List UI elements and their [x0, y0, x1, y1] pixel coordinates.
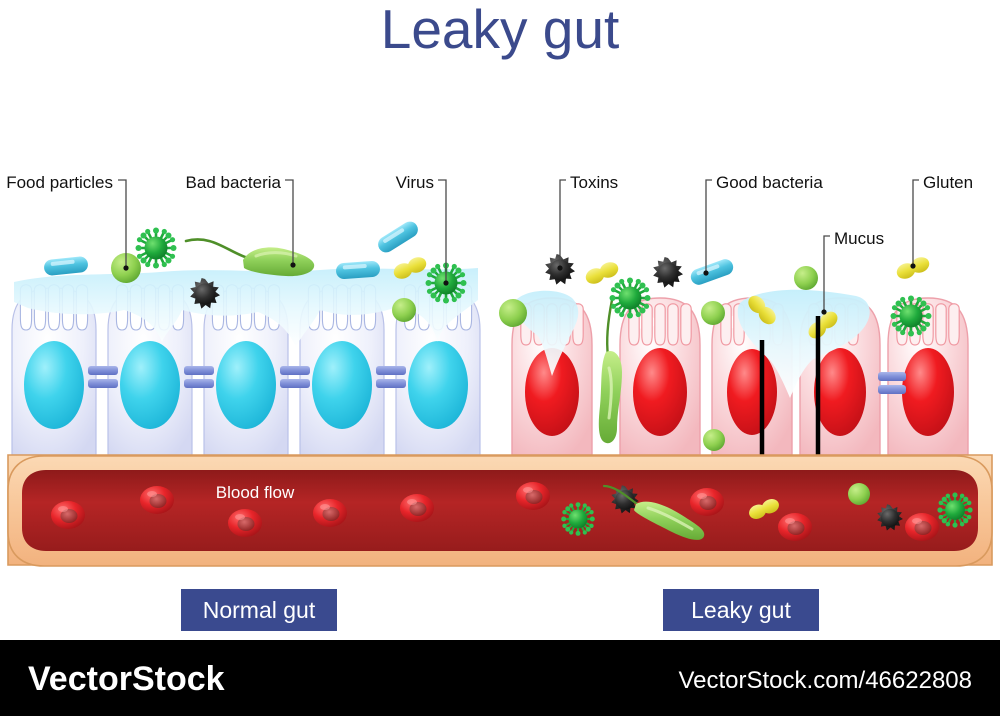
red-blood-cell: [778, 513, 812, 541]
red-blood-cell: [905, 513, 939, 541]
normal-gut-panel: [11, 218, 481, 456]
red-blood-cell: [690, 488, 724, 516]
label-virus: Virus: [396, 173, 434, 192]
callout-mucus: Mucus: [821, 229, 884, 315]
virus-particle: [134, 226, 178, 270]
red-blood-cell: [516, 482, 550, 510]
food-particle: [703, 429, 725, 451]
leaky-gut-panel: [499, 254, 969, 524]
food-particle: [392, 298, 416, 322]
blood-flow-label: Blood flow: [216, 483, 295, 502]
good-bacteria-rod: [688, 256, 736, 288]
mucus-patch-left: [515, 290, 579, 376]
watermark-footer: VectorStock VectorStock.com/46622808: [0, 640, 1000, 716]
toxin-particle: [653, 257, 683, 288]
annotations: Food particles Bad bacteria Virus Toxins…: [6, 173, 973, 315]
page-title: Leaky gut: [381, 0, 620, 60]
blood-contaminants: [560, 483, 974, 540]
gluten-particle: [583, 259, 621, 287]
normal-cell: [299, 287, 385, 456]
vectorstock-logo: VectorStock: [28, 660, 225, 698]
tight-junction: [184, 366, 214, 388]
normal-cell: [107, 287, 193, 456]
label-good-bacteria: Good bacteria: [716, 173, 823, 192]
leaky-cell: [619, 297, 701, 456]
tight-junction: [280, 366, 310, 388]
leaky-gut-particles: [499, 254, 933, 451]
food-particle: [701, 301, 725, 325]
red-blood-cell: [140, 486, 174, 514]
normal-gut-particles: [43, 218, 468, 322]
callout-virus: Virus: [396, 173, 449, 286]
tight-junction: [878, 372, 906, 394]
label-bad-bacteria: Bad bacteria: [186, 173, 282, 192]
label-mucus: Mucus: [834, 229, 884, 248]
callout-bad-bacteria: Bad bacteria: [186, 173, 296, 268]
label-gluten: Gluten: [923, 173, 973, 192]
red-blood-cell: [51, 501, 85, 529]
tight-junction: [88, 366, 118, 388]
food-particle: [794, 266, 818, 290]
food-particle: [499, 299, 527, 327]
label-toxins: Toxins: [570, 173, 618, 192]
good-bacteria-rod: [375, 218, 421, 256]
badge-normal-gut[interactable]: Normal gut: [181, 589, 337, 631]
mucus-layer-normal: [14, 268, 478, 348]
section-badges: Normal gut Leaky gut: [181, 589, 819, 631]
badge-leaky-gut[interactable]: Leaky gut: [663, 589, 819, 631]
vectorstock-url: VectorStock.com/46622808: [678, 667, 972, 694]
callout-food-particles: Food particles: [6, 173, 129, 271]
virus-particle: [889, 294, 933, 338]
footer-bar: [0, 640, 1000, 716]
virus-particle: [608, 276, 652, 320]
bad-bacteria: [602, 484, 705, 540]
leaky-epithelial-cells: [511, 297, 969, 456]
normal-cell: [395, 287, 481, 456]
red-blood-cell: [400, 494, 434, 522]
normal-cell: [11, 287, 97, 456]
blood-vessel: Blood flow: [7, 454, 993, 567]
tight-junction: [376, 366, 406, 388]
good-bacteria-rod: [43, 255, 89, 277]
red-blood-cell: [228, 509, 262, 537]
callout-good-bacteria: Good bacteria: [703, 173, 823, 276]
good-bacteria-rod: [335, 260, 381, 280]
red-blood-cell: [313, 499, 347, 527]
badge-normal-gut-label: Normal gut: [203, 597, 316, 623]
virus-particle: [560, 501, 596, 537]
normal-epithelial-cells: [11, 287, 481, 456]
label-food-particles: Food particles: [6, 173, 113, 192]
tight-junctions: [88, 366, 406, 388]
callout-gluten: Gluten: [910, 173, 973, 269]
food-particle: [848, 483, 870, 505]
virus-particle: [936, 491, 974, 529]
bad-bacteria-translocating: [598, 298, 622, 444]
callout-toxins: Toxins: [557, 173, 618, 271]
badge-leaky-gut-label: Leaky gut: [691, 597, 791, 623]
